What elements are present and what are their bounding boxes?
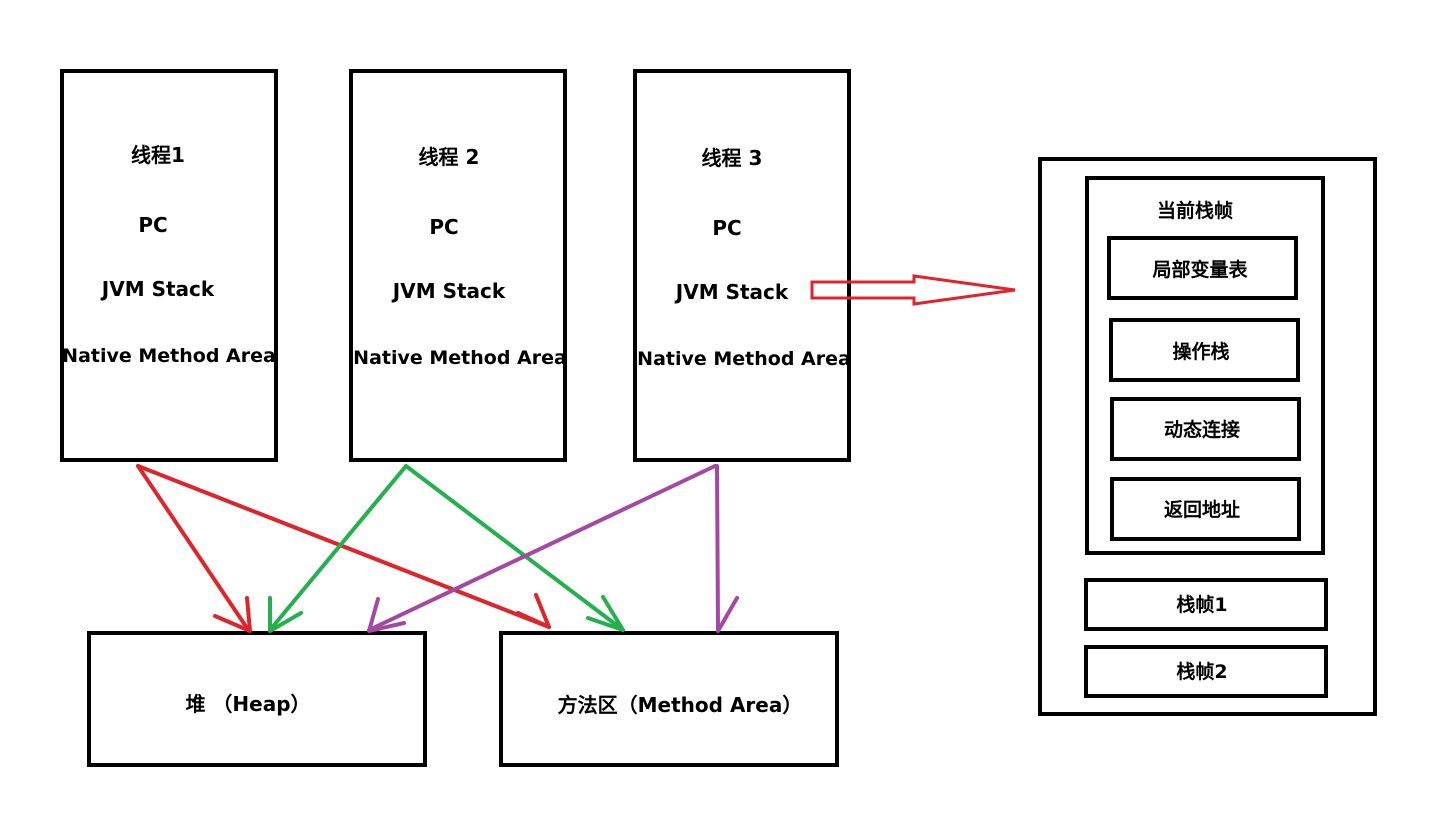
jvm-stack-to-frames-arrow [810, 274, 1016, 306]
frame-1-box [1084, 578, 1328, 631]
thread-3-pc: PC [712, 216, 742, 240]
stack-panel-box [1038, 157, 1377, 716]
thread-3-native-method-area: Native Method Area [637, 348, 851, 370]
frame-1-label: 栈帧1 [1176, 594, 1228, 616]
local-variable-table-box [1107, 236, 1298, 300]
current-frame-title: 当前栈帧 [1156, 200, 1234, 222]
thread-3-jvm-stack: JVM Stack [675, 280, 789, 304]
heap-label: 堆 （Heap） [185, 692, 311, 716]
dynamic-link-label: 动态连接 [1163, 419, 1241, 441]
thread-1-box [60, 69, 278, 462]
thread-2-jvm-stack: JVM Stack [392, 279, 506, 303]
operand-stack-label: 操作栈 [1172, 341, 1230, 363]
frame-2-box [1084, 645, 1328, 698]
thread-3-title: 线程 3 [701, 146, 763, 170]
heap-box [87, 631, 427, 767]
local-variable-table-label: 局部变量表 [1152, 259, 1248, 281]
thread-2-green-arrows [268, 464, 625, 633]
thread-1-title: 线程1 [131, 143, 185, 167]
thread-2-pc: PC [429, 215, 459, 239]
thread-1-native-method-area: Native Method Area [62, 345, 276, 367]
dynamic-link-box [1110, 397, 1301, 461]
return-address-box [1110, 477, 1301, 541]
method-area-label: 方法区（Method Area） [557, 693, 803, 717]
operand-stack-box [1109, 318, 1300, 382]
thread-1-pc: PC [138, 213, 168, 237]
thread-3-purple-arrows [367, 464, 739, 633]
thread-1-jvm-stack: JVM Stack [101, 277, 215, 301]
frame-2-label: 栈帧2 [1176, 661, 1228, 683]
current-frame-box [1085, 176, 1325, 555]
thread-3-box [633, 69, 851, 462]
thread-2-native-method-area: Native Method Area [353, 347, 567, 369]
thread-2-title: 线程 2 [418, 145, 480, 169]
return-address-label: 返回地址 [1163, 499, 1241, 521]
thread-1-red-arrows [136, 464, 551, 633]
method-area-box [499, 631, 839, 767]
thread-2-box [349, 69, 567, 462]
